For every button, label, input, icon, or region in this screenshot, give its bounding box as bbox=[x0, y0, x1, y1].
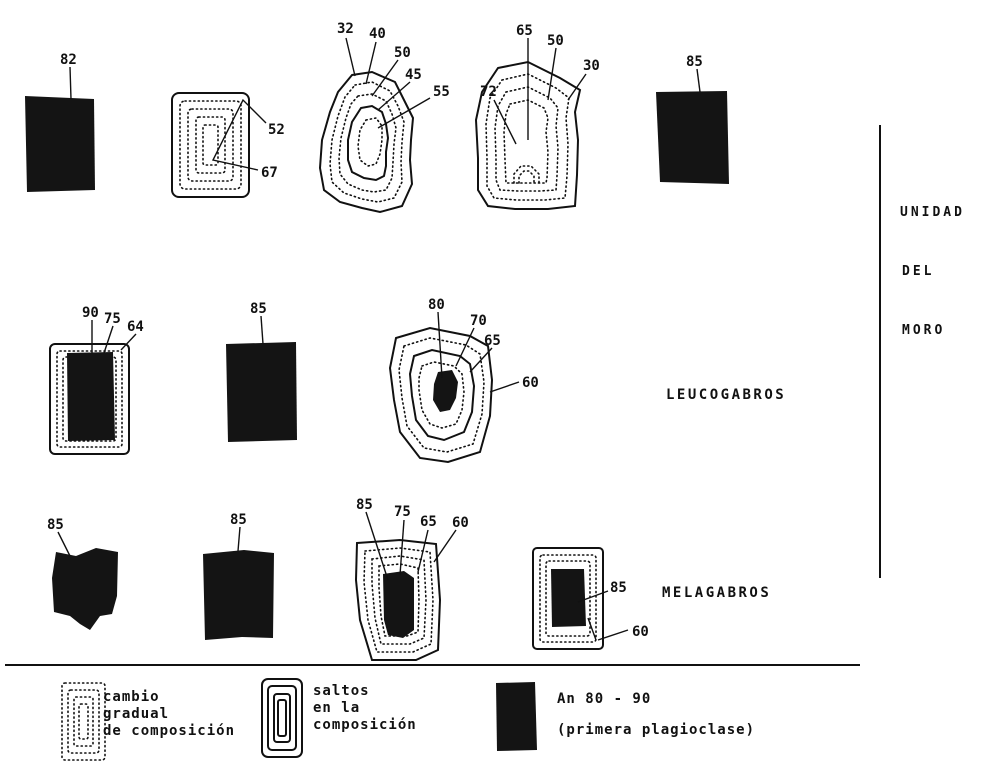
crystal-r2c2-core bbox=[226, 342, 297, 442]
crystal-r3c1: 85 bbox=[47, 517, 118, 630]
legend-gradual-line-2: gradual bbox=[103, 706, 169, 722]
value-r2c3-3: 65 bbox=[484, 333, 501, 349]
crystal-r3c2: 85 bbox=[203, 512, 274, 640]
crystal-r1c4: 65 50 30 72 bbox=[476, 23, 600, 209]
legend: cambio gradual de composición saltos en … bbox=[62, 679, 755, 760]
side-label-del: DEL bbox=[902, 264, 934, 279]
value-r2c3-2: 70 bbox=[470, 313, 487, 329]
legend-gradual-line-3: de composición bbox=[103, 723, 235, 739]
leader-r1c2 bbox=[213, 100, 266, 170]
value-r1c3-5: 55 bbox=[433, 84, 450, 100]
value-r2c3-1: 80 bbox=[428, 297, 445, 313]
legend-gradual-line-1: cambio bbox=[103, 689, 160, 705]
value-r3c4-1: 85 bbox=[610, 580, 627, 596]
crystal-r2c3: 80 70 65 60 bbox=[390, 297, 539, 462]
value-r1c4-3: 50 bbox=[547, 33, 564, 49]
crystal-r3c3: 85 75 65 60 bbox=[356, 497, 469, 660]
crystal-r3c2-core bbox=[203, 550, 274, 640]
crystal-r1c2: 52 67 bbox=[172, 93, 285, 197]
crystal-r3c1-core bbox=[52, 548, 118, 630]
side-label-moro: MORO bbox=[902, 323, 945, 338]
legend-an-line-2: (primera plagioclase) bbox=[557, 722, 755, 738]
crystal-r3c4-core bbox=[551, 569, 586, 627]
legend-gradual-symbol bbox=[62, 683, 105, 760]
value-r3c3-4: 60 bbox=[452, 515, 469, 531]
value-r1c3-1: 32 bbox=[337, 21, 354, 37]
value-r1c3-3: 50 bbox=[394, 45, 411, 61]
value-r1c3-4: 45 bbox=[405, 67, 422, 83]
value-r3c2-1: 85 bbox=[230, 512, 247, 528]
value-r3c3-1: 85 bbox=[356, 497, 373, 513]
value-r1c5-1: 85 bbox=[686, 54, 703, 70]
value-r2c1-2: 75 bbox=[104, 311, 121, 327]
crystal-r1c3: 32 40 50 45 55 bbox=[320, 21, 450, 212]
rock-label-melagabros: MELAGABROS bbox=[662, 585, 771, 601]
crystal-r1c1-core bbox=[25, 96, 95, 192]
value-r3c4-2: 60 bbox=[632, 624, 649, 640]
crystal-r2c3-core bbox=[433, 370, 458, 412]
crystal-r1c5: 85 bbox=[656, 54, 729, 184]
legend-saltos-line-1: saltos bbox=[313, 683, 370, 699]
rock-label-leucogabros: LEUCOGABROS bbox=[666, 387, 786, 403]
value-r1c3-2: 40 bbox=[369, 26, 386, 42]
leader-r1c1 bbox=[70, 67, 71, 99]
legend-saltos-line-3: composición bbox=[313, 717, 417, 733]
crystal-r2c2: 85 bbox=[226, 301, 297, 442]
crystal-r1c1: 82 bbox=[25, 52, 95, 192]
value-r1c2-1: 52 bbox=[268, 122, 285, 138]
value-r2c2-1: 85 bbox=[250, 301, 267, 317]
side-label-unidad: UNIDAD bbox=[900, 205, 965, 220]
crystal-r1c5-core bbox=[656, 91, 729, 184]
value-r2c3-4: 60 bbox=[522, 375, 539, 391]
value-r2c1-1: 90 bbox=[82, 305, 99, 321]
value-r1c4-2: 65 bbox=[516, 23, 533, 39]
legend-an-symbol bbox=[496, 682, 537, 751]
value-r1c1-1: 82 bbox=[60, 52, 77, 68]
value-r2c1-3: 64 bbox=[127, 319, 144, 335]
legend-saltos-line-2: en la bbox=[313, 700, 360, 716]
value-r3c3-3: 65 bbox=[420, 514, 437, 530]
crystal-r3c4: 85 60 bbox=[533, 548, 649, 649]
value-r1c2-2: 67 bbox=[261, 165, 278, 181]
value-r3c3-2: 75 bbox=[394, 504, 411, 520]
value-r1c4-4: 30 bbox=[583, 58, 600, 74]
crystal-r3c3-core bbox=[383, 571, 414, 638]
value-r1c4-1: 72 bbox=[480, 84, 497, 100]
value-r3c1-1: 85 bbox=[47, 517, 64, 533]
crystal-r2c1-core bbox=[67, 352, 115, 441]
legend-saltos-symbol bbox=[262, 679, 302, 757]
legend-an-line-1: An 80 - 90 bbox=[557, 691, 651, 707]
crystal-r2c1: 90 75 64 bbox=[50, 305, 144, 454]
